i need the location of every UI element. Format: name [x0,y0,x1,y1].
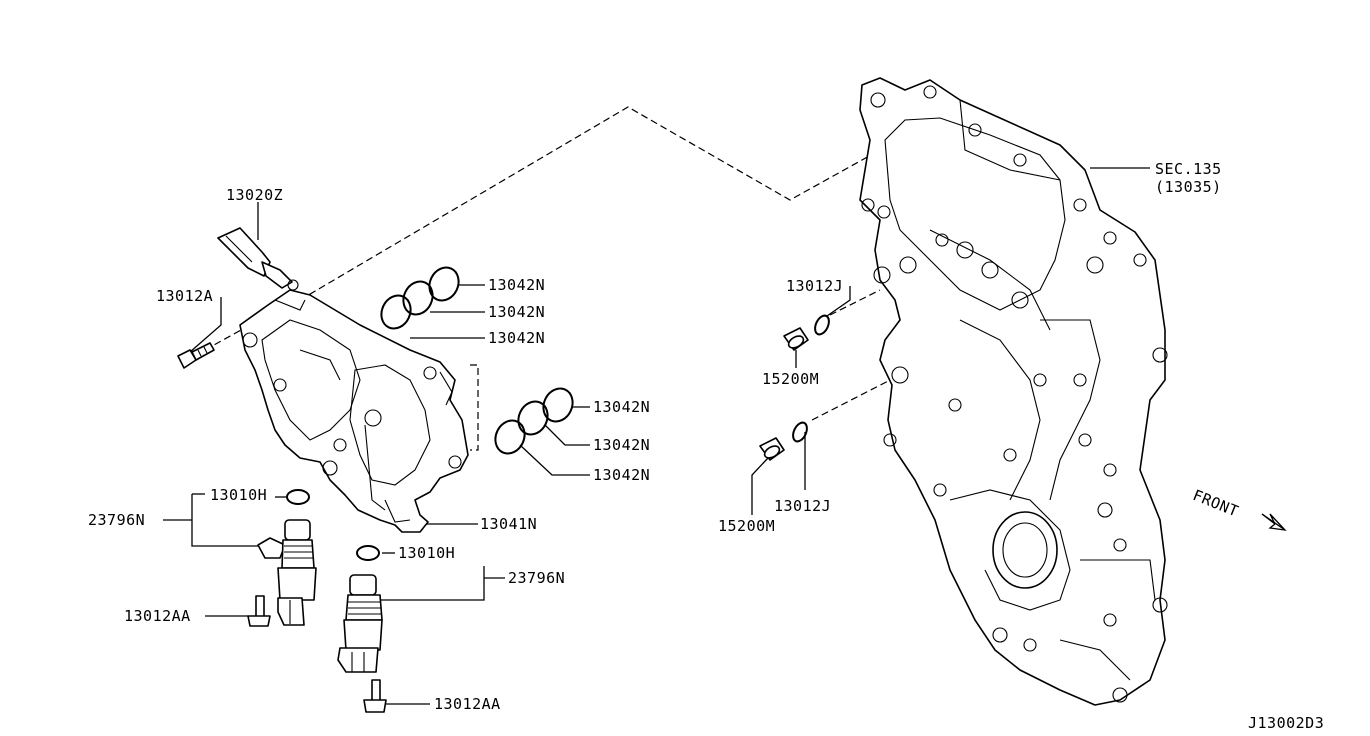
label-13042n-6: 13042N [593,466,651,484]
label-13010h-2: 13010H [398,544,456,562]
label-13042n-5: 13042N [593,436,651,454]
label-13010h-1: 13010H [210,486,268,504]
label-13012a: 13012A [156,287,214,305]
bolt-13012aa-left [247,595,271,627]
label-13012j-1: 13012J [786,277,844,295]
bolt-13012a [177,342,215,369]
solenoid-valve-right-23796n [337,574,383,673]
front-arrow-icon [1261,513,1287,531]
plug-15200m-lower [759,437,785,461]
diagram-code: J13002D3 [1248,714,1325,732]
o-rings-13010h [286,489,380,561]
sensor-13020z [217,227,293,289]
bolt-13012aa-right [363,679,387,713]
washer-13012j-lower [792,421,808,443]
label-13012aa-1: 13012AA [124,607,191,625]
leader-lines [163,167,1150,705]
front-cover-sec135 [859,77,1168,706]
dashed-reference-lines [204,106,901,451]
label-13041n: 13041N [480,515,538,533]
label-13012aa-2: 13012AA [434,695,501,713]
label-15200m-2: 15200M [718,517,776,535]
label-23796n-2: 23796N [508,569,566,587]
label-15200m-1: 15200M [762,370,820,388]
label-13042n-4: 13042N [593,398,651,416]
label-13042n-1: 13042N [488,276,546,294]
oil-pump-housing-13041n [239,279,469,533]
solenoid-valve-left-23796n [257,519,317,626]
label-23796n-1: 23796N [88,511,146,529]
label-sec-135: SEC.135 [1155,160,1222,178]
plug-15200m-upper [783,327,809,351]
label-13012j-2: 13012J [774,497,832,515]
label-13042n-3: 13042N [488,329,546,347]
label-13020z: 13020Z [226,186,284,204]
label-sec-135-sub: (13035) [1155,178,1222,196]
o-rings-13042n [380,266,574,455]
label-13042n-2: 13042N [488,303,546,321]
washer-13012j-upper [814,314,830,336]
